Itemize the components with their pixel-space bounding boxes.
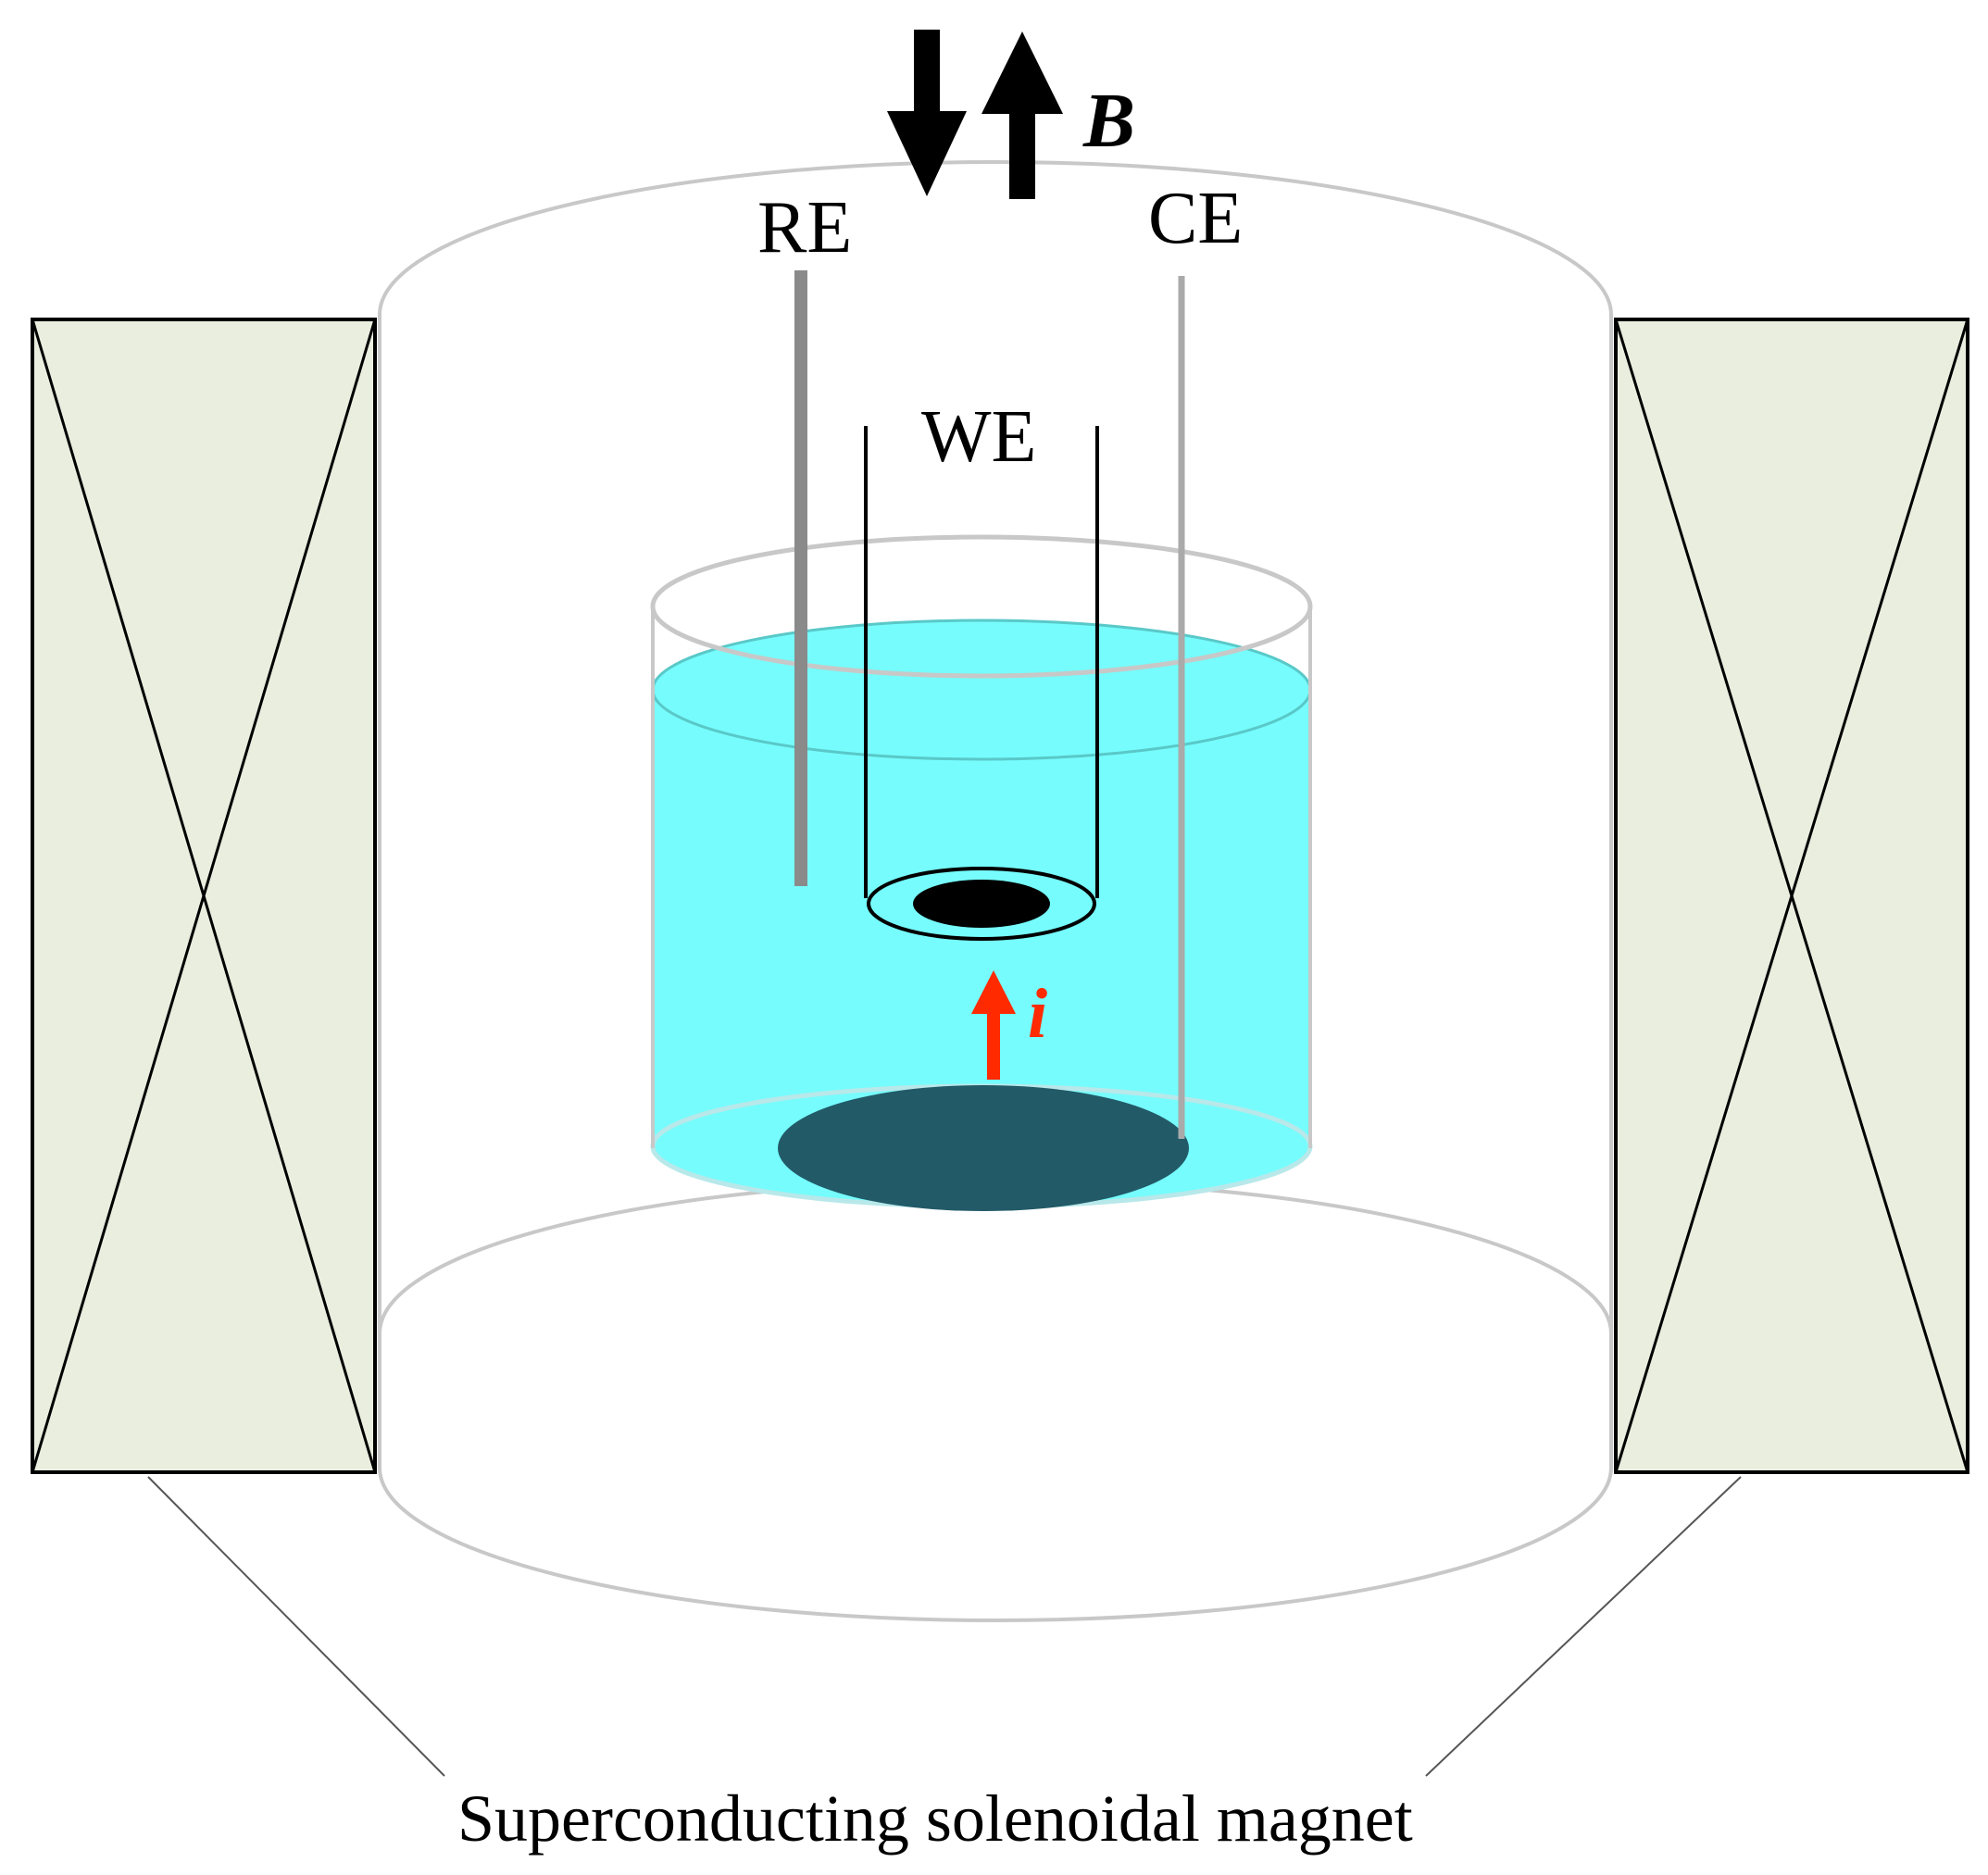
field-arrow-up [981,31,1063,199]
caption-leader-left [147,1476,445,1777]
beaker [650,534,1313,1211]
caption-leader-right [1425,1476,1742,1777]
field-arrow-down [887,30,967,196]
label-magnetic-field: B [1082,78,1135,164]
we-disk [913,880,1050,928]
current-arrow-head [971,970,1016,1014]
label-counter-electrode: CE [1148,178,1243,259]
electrolyte-body [653,690,1310,1206]
coil-left-cross-b [31,319,377,1473]
we-holder-ring [867,867,1096,941]
current-arrow [971,970,1016,1080]
counter-electrode-disk [778,1085,1189,1211]
label-current: i [1028,975,1047,1053]
bore-bottom-front-arc [378,1467,1613,1622]
magnet-coil-right [1614,318,1969,1474]
label-reference-electrode: RE [757,187,852,269]
coil-right-cross-b [1614,319,1969,1473]
magnet-bore [378,160,1613,1622]
electrolyte-surface [651,619,1312,761]
current-arrow-shaft [987,1012,1000,1080]
beaker-rim [650,534,1313,679]
reference-electrode-rod [794,270,807,886]
bore-top-arc [378,160,1613,316]
label-magnet-caption: Superconducting solenoidal magnet [457,1781,1413,1856]
magnet-coil-left [31,318,377,1474]
label-working-electrode: WE [921,396,1036,478]
working-electrode [864,426,1099,941]
magnetic-field-arrows [887,30,1063,199]
